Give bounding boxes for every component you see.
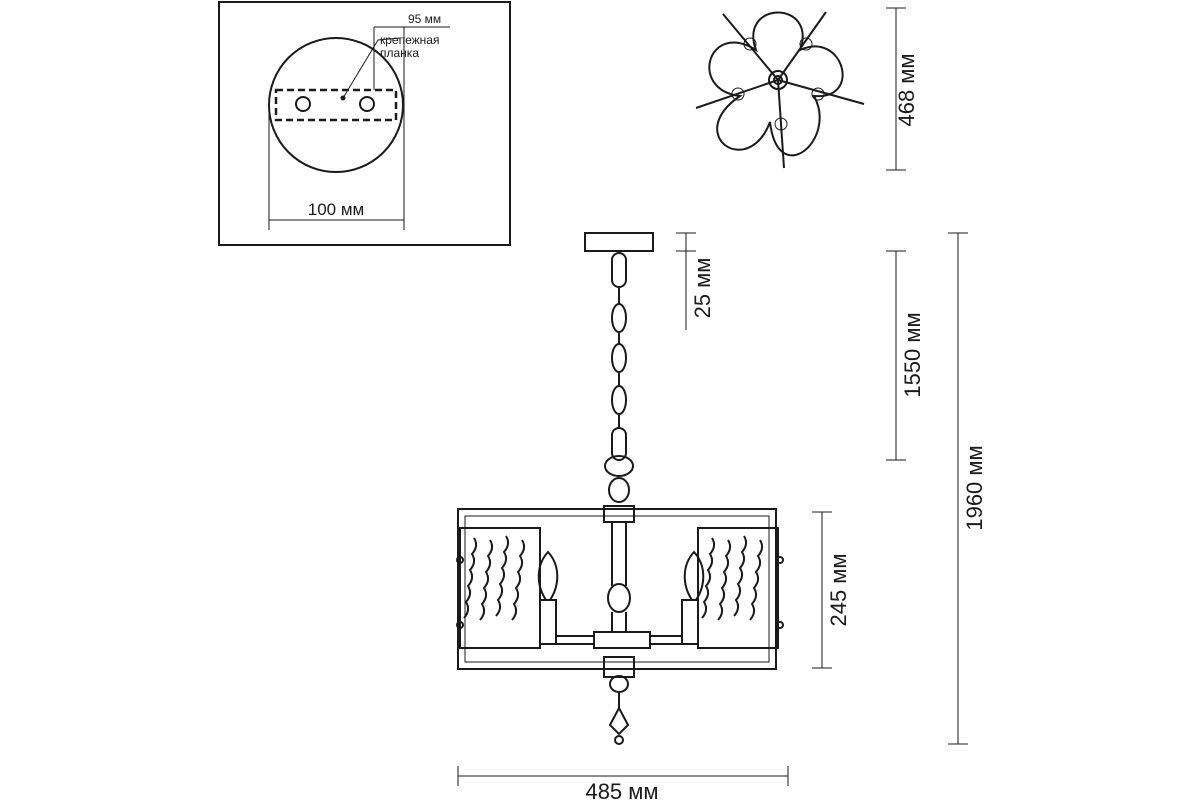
- top-arm-1: [777, 11, 827, 81]
- pendant-drop: [614, 735, 624, 745]
- top-socket-5: [743, 37, 757, 51]
- mount-detail-panel: 95 мм крепежная планка 100 мм: [218, 1, 511, 246]
- lamp-left: [459, 527, 559, 649]
- dim-245-label: 245 мм: [826, 553, 851, 626]
- top-view-outline: [708, 11, 844, 157]
- socket-right: [681, 599, 699, 645]
- top-hub-outer: [768, 70, 788, 90]
- bracket-leader-line: [342, 37, 401, 99]
- dim-100-label: 100 мм: [308, 200, 364, 219]
- chain-link-1: [611, 252, 627, 288]
- dim-1960-label: 1960 мм: [962, 445, 987, 530]
- bracket-hole-right: [359, 96, 375, 112]
- stem-hub: [593, 631, 651, 649]
- central-stem: [593, 455, 651, 745]
- stem-collar-top: [603, 505, 635, 523]
- top-socket-1: [799, 37, 813, 51]
- bulb-left: [537, 550, 559, 601]
- socket-left: [539, 599, 557, 645]
- chain: [611, 252, 627, 461]
- stem-knob: [609, 675, 629, 693]
- mounting-bracket-outline: [274, 88, 398, 122]
- frame-outer: [457, 508, 777, 670]
- top-view: 468 мм: [695, 7, 919, 171]
- bracket-label-line1: крепежная: [380, 33, 439, 47]
- top-arm-2: [777, 79, 865, 105]
- top-socket-2: [811, 87, 825, 101]
- frame-inner: [464, 515, 770, 663]
- mount-detail-frame: [218, 1, 511, 246]
- dim-25-label: 25 мм: [690, 258, 715, 319]
- bulb-right: [683, 550, 705, 601]
- shade-right: [697, 527, 779, 649]
- dim-95-label: 95 мм: [408, 12, 441, 26]
- dim-468-label: 468 мм: [894, 53, 919, 126]
- dim-1550-label: 1550 мм: [900, 312, 925, 397]
- shade-left-texture: [463, 535, 526, 621]
- stem-ball-top: [608, 477, 630, 503]
- side-view: 25 мм 1550 мм 1960 мм 245 мм 485 мм: [456, 232, 987, 800]
- bracket-label-line2: планка: [380, 46, 419, 60]
- lamp-right: [681, 527, 779, 649]
- stem-collar-bottom: [603, 656, 635, 678]
- stem-ring: [604, 455, 634, 477]
- chain-link-2: [611, 303, 627, 333]
- top-socket-4: [731, 87, 745, 101]
- pendant-crystal: [608, 705, 630, 736]
- stem-ball-middle: [607, 583, 631, 613]
- chain-link-4: [611, 385, 627, 415]
- top-arm-4: [695, 79, 779, 109]
- shade-right-texture: [701, 535, 764, 621]
- dim-485-label: 485 мм: [585, 779, 658, 800]
- canopy: [584, 232, 654, 252]
- top-arm-5: [722, 13, 779, 81]
- bracket-hole-left: [295, 96, 311, 112]
- chain-link-3: [611, 343, 627, 373]
- top-arm-3: [777, 79, 785, 169]
- shade-left: [459, 527, 541, 649]
- top-socket-3: [774, 117, 788, 131]
- frame: [456, 508, 784, 670]
- top-hub-inner: [773, 75, 783, 85]
- top-view-flower: [695, 11, 865, 169]
